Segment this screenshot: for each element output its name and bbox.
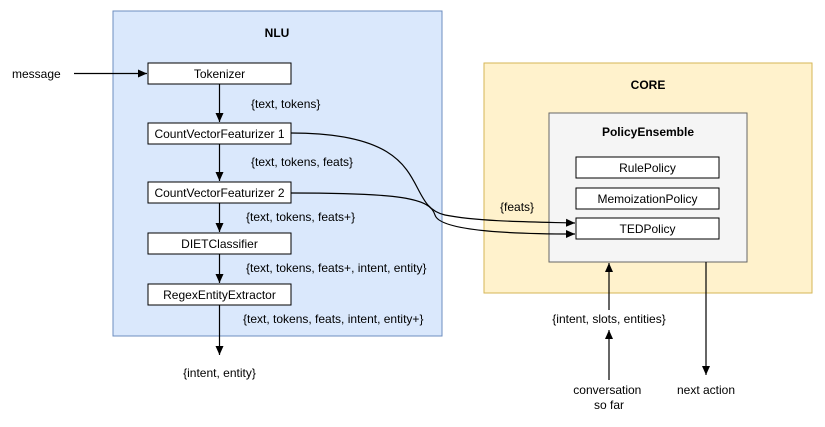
flow-label-1: {text, tokens} xyxy=(251,97,320,111)
regex-extractor-label: RegexEntityExtractor xyxy=(163,288,276,302)
history-label-text-line-2: so far xyxy=(594,398,624,412)
history-label: conversation so far xyxy=(573,383,644,412)
nlu-output-label: {intent, entity} xyxy=(183,366,256,380)
diet-classifier-label: DIETClassifier xyxy=(181,237,258,251)
featurizer-1-to-ted-curve xyxy=(290,132,576,227)
tokenizer-label: Tokenizer xyxy=(194,67,245,81)
featurizer-2-label: CountVectorFeaturizer 2 xyxy=(154,186,284,200)
policy-memoization-label: MemoizationPolicy xyxy=(597,192,697,206)
flow-label-3: {text, tokens, feats+} xyxy=(246,210,355,224)
history-label-text: conversation xyxy=(573,383,641,397)
policy-ted-label: TEDPolicy xyxy=(619,222,675,236)
policy-memoization-box xyxy=(575,187,720,210)
policy-ted-box xyxy=(575,217,720,240)
policy-rule-box xyxy=(575,156,720,179)
featurizer-2-to-ted-curve xyxy=(290,192,576,238)
feats-label: {feats} xyxy=(500,200,534,214)
next-action-label: next action xyxy=(677,383,735,397)
flow-label-5: {text, tokens, feats, intent, entity+} xyxy=(243,312,423,326)
nlu-title: NLU xyxy=(265,26,290,40)
flow-label-2: {text, tokens, feats} xyxy=(251,155,353,169)
core-title: CORE xyxy=(631,78,666,92)
featurizer-1-label: CountVectorFeaturizer 1 xyxy=(154,127,284,141)
message-label: message xyxy=(12,67,61,81)
policy-ensemble-title: PolicyEnsemble xyxy=(602,125,694,139)
state-label: {intent, slots, entities} xyxy=(552,312,665,326)
flow-label-4: {text, tokens, feats+, intent, entity} xyxy=(246,261,426,275)
policy-rule-label: RulePolicy xyxy=(619,161,676,175)
